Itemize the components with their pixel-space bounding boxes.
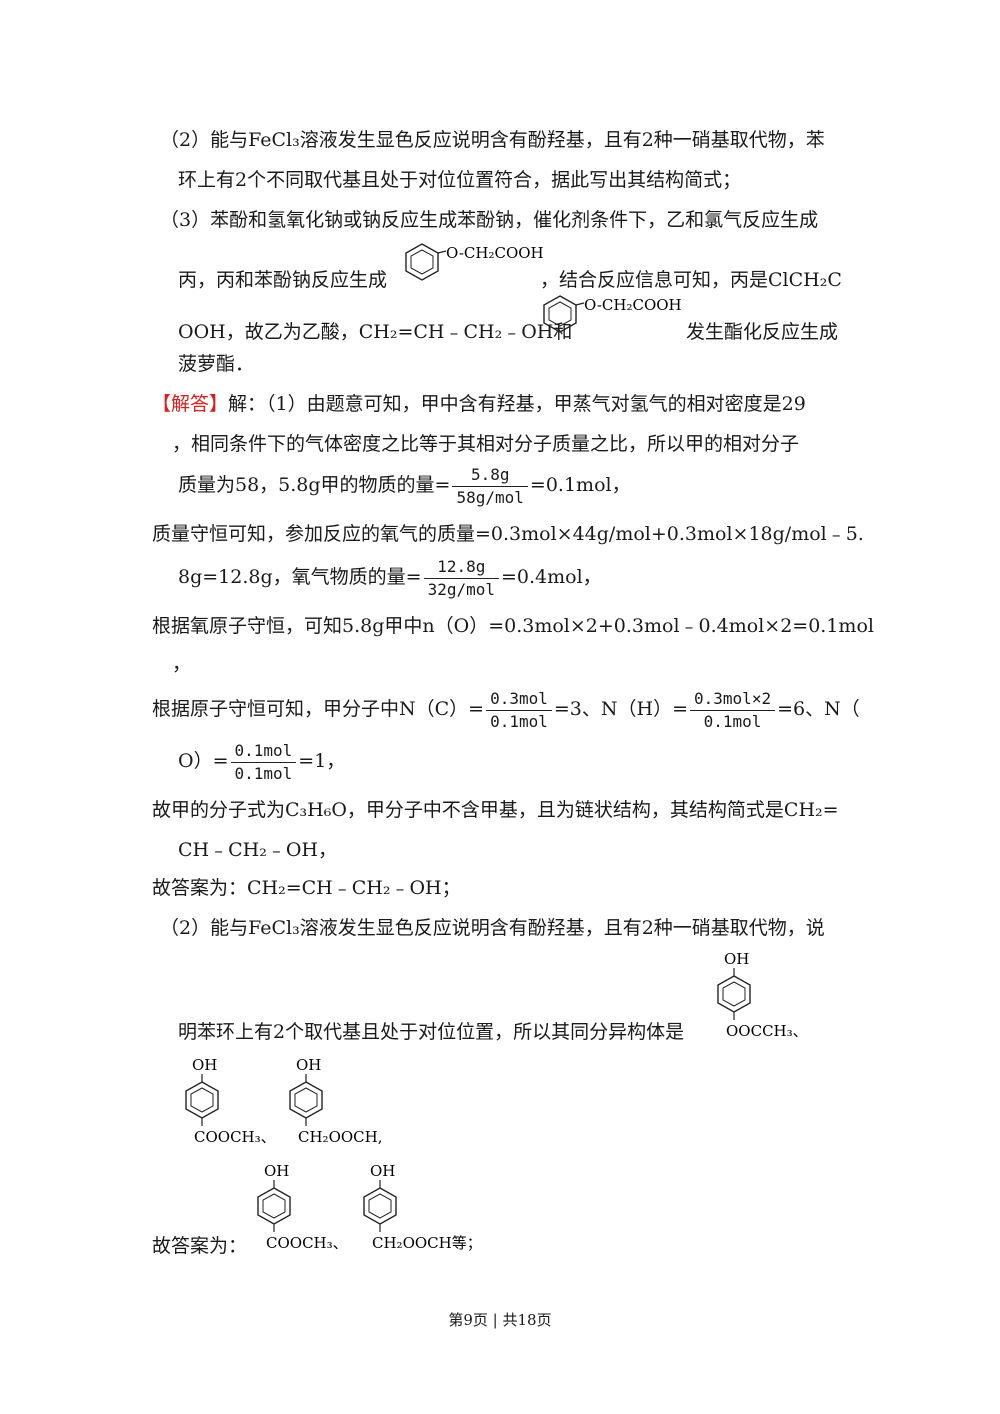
fraction-denominator: 0.1mol: [703, 711, 762, 731]
solution-line1-text: 解：（1）由题意可知，甲中含有羟基，甲蒸气对氢气的相对密度是29: [228, 393, 806, 415]
answer-methyl-ester-substituent: COOCH₃、: [266, 1234, 348, 1252]
phenoxyacetic-acid-structure-1: O-CH₂COOH: [405, 243, 544, 281]
oh-label: OH: [724, 950, 749, 968]
analysis-p3-line3a: OOH，故乙为乙酸，CH₂=CH﹣CH₂﹣OH和: [178, 321, 573, 343]
page-footer: 第9页 | 共18页: [448, 1311, 552, 1329]
methyl-ester-substituent: COOCH₃、: [194, 1128, 276, 1146]
analysis-p3-line2b: ，结合反应信息可知，丙是ClCH₂C: [540, 269, 842, 291]
structure-2-substituent: O-CH₂COOH: [584, 296, 682, 314]
fraction-numerator: 0.3mol: [486, 688, 552, 711]
analysis-p2-line1: （2）能与FeCl₃溶液发生显色反应说明含有酚羟基，且有2种一硝基取代物，苯: [160, 129, 825, 151]
solution-line12: 故答案为：CH₂=CH﹣CH₂﹣OH；: [152, 877, 461, 899]
fraction-denominator: 0.1mol: [234, 763, 293, 783]
analysis-p3-line4: 菠萝酯．: [178, 353, 255, 375]
formate-substituent: CH₂OOCH,: [298, 1128, 383, 1146]
structure-1-substituent: O-CH₂COOH: [446, 244, 544, 262]
fraction-denominator: 0.1mol: [490, 711, 548, 731]
solution-tag: 【解答】: [152, 393, 229, 415]
oh-label: OH: [192, 1056, 217, 1074]
solution-line5b: =0.4mol，: [501, 566, 602, 588]
solution-line5a: 8g=12.8g，氧气物质的量=: [178, 566, 422, 588]
solution-line9a: O）=: [178, 750, 229, 772]
analysis-p3-line1: （3）苯酚和氢氧化钠或钠反应生成苯酚钠，催化剂条件下，乙和氯气反应生成: [160, 209, 819, 231]
acetate-substituent: OOCCH₃、: [726, 1022, 808, 1040]
solution-line15: 故答案为：: [152, 1235, 248, 1257]
answer-structure-methyl-ester: OH COOCH₃、: [257, 1162, 348, 1252]
phenoxyacetic-acid-structure-2: O-CH₂COOH: [543, 295, 682, 333]
isomer-structure-acetate: OH OOCCH₃、: [717, 950, 808, 1040]
solution-line8a: 根据原子守恒可知，甲分子中N（C）=: [152, 698, 485, 720]
fraction-numerator: 0.1mol: [230, 740, 297, 763]
analysis-p3-line2a: 丙，丙和苯酚钠反应生成: [178, 269, 388, 291]
solution-line3b: =0.1mol，: [529, 474, 631, 496]
analysis-p3-line3b: 发生酯化反应生成: [686, 321, 839, 343]
solution-line3a: 质量为58，5.8g甲的物质的量=: [178, 474, 451, 496]
answer-structure-formate: OH CH₂OOCH等；: [363, 1162, 482, 1252]
solution-line8c: =6、N（: [777, 698, 860, 720]
solution-line2: ，相同条件下的气体密度之比等于其相对分子质量之比，所以甲的相对分子: [172, 433, 800, 455]
solution-line8b: =3、N（H）=: [553, 698, 689, 720]
analysis-p2-line2: 环上有2个不同取代基且处于对位位置符合，据此写出其结构简式；: [178, 169, 742, 191]
solution-line6: 根据氧原子守恒，可知5.8g甲中n（O）=0.3mol×2+0.3mol﹣0.4…: [152, 615, 874, 637]
oh-label: OH: [370, 1162, 395, 1180]
solution-line4: 质量守恒可知，参加反应的氧气的质量=0.3mol×44g/mol+0.3mol×…: [152, 523, 864, 545]
solution-line9b: =1，: [298, 750, 346, 772]
solution-line1: 【解答】解：（1）由题意可知，甲中含有羟基，甲蒸气对氢气的相对密度是29: [152, 392, 806, 416]
fraction-numerator: 12.8g: [423, 556, 499, 579]
isomer-structure-formate: OH CH₂OOCH,: [289, 1056, 383, 1146]
solution-line14: 明苯环上有2个取代基且处于对位位置，所以其同分异构体是: [178, 1021, 685, 1043]
solution-line13: （2）能与FeCl₃溶液发生显色反应说明含有酚羟基，且有2种一硝基取代物，说: [160, 917, 825, 939]
oh-label: OH: [264, 1162, 289, 1180]
fraction-denominator: 58g/mol: [456, 487, 524, 507]
answer-formate-substituent: CH₂OOCH等；: [372, 1234, 482, 1252]
fraction-numerator: 5.8g: [452, 464, 528, 487]
solution-line11: CH﹣CH₂﹣OH，: [178, 839, 337, 861]
oh-label: OH: [296, 1056, 321, 1074]
solution-line10: 故甲的分子式为C₃H₆O，甲分子中不含甲基，且为链状结构，其结构简式是CH₂=: [152, 799, 839, 821]
solution-line7: ，: [172, 653, 192, 675]
isomer-structure-methyl-ester: OH COOCH₃、: [185, 1056, 276, 1146]
fraction-denominator: 32g/mol: [427, 579, 495, 599]
fraction-numerator: 0.3mol×2: [690, 688, 776, 711]
